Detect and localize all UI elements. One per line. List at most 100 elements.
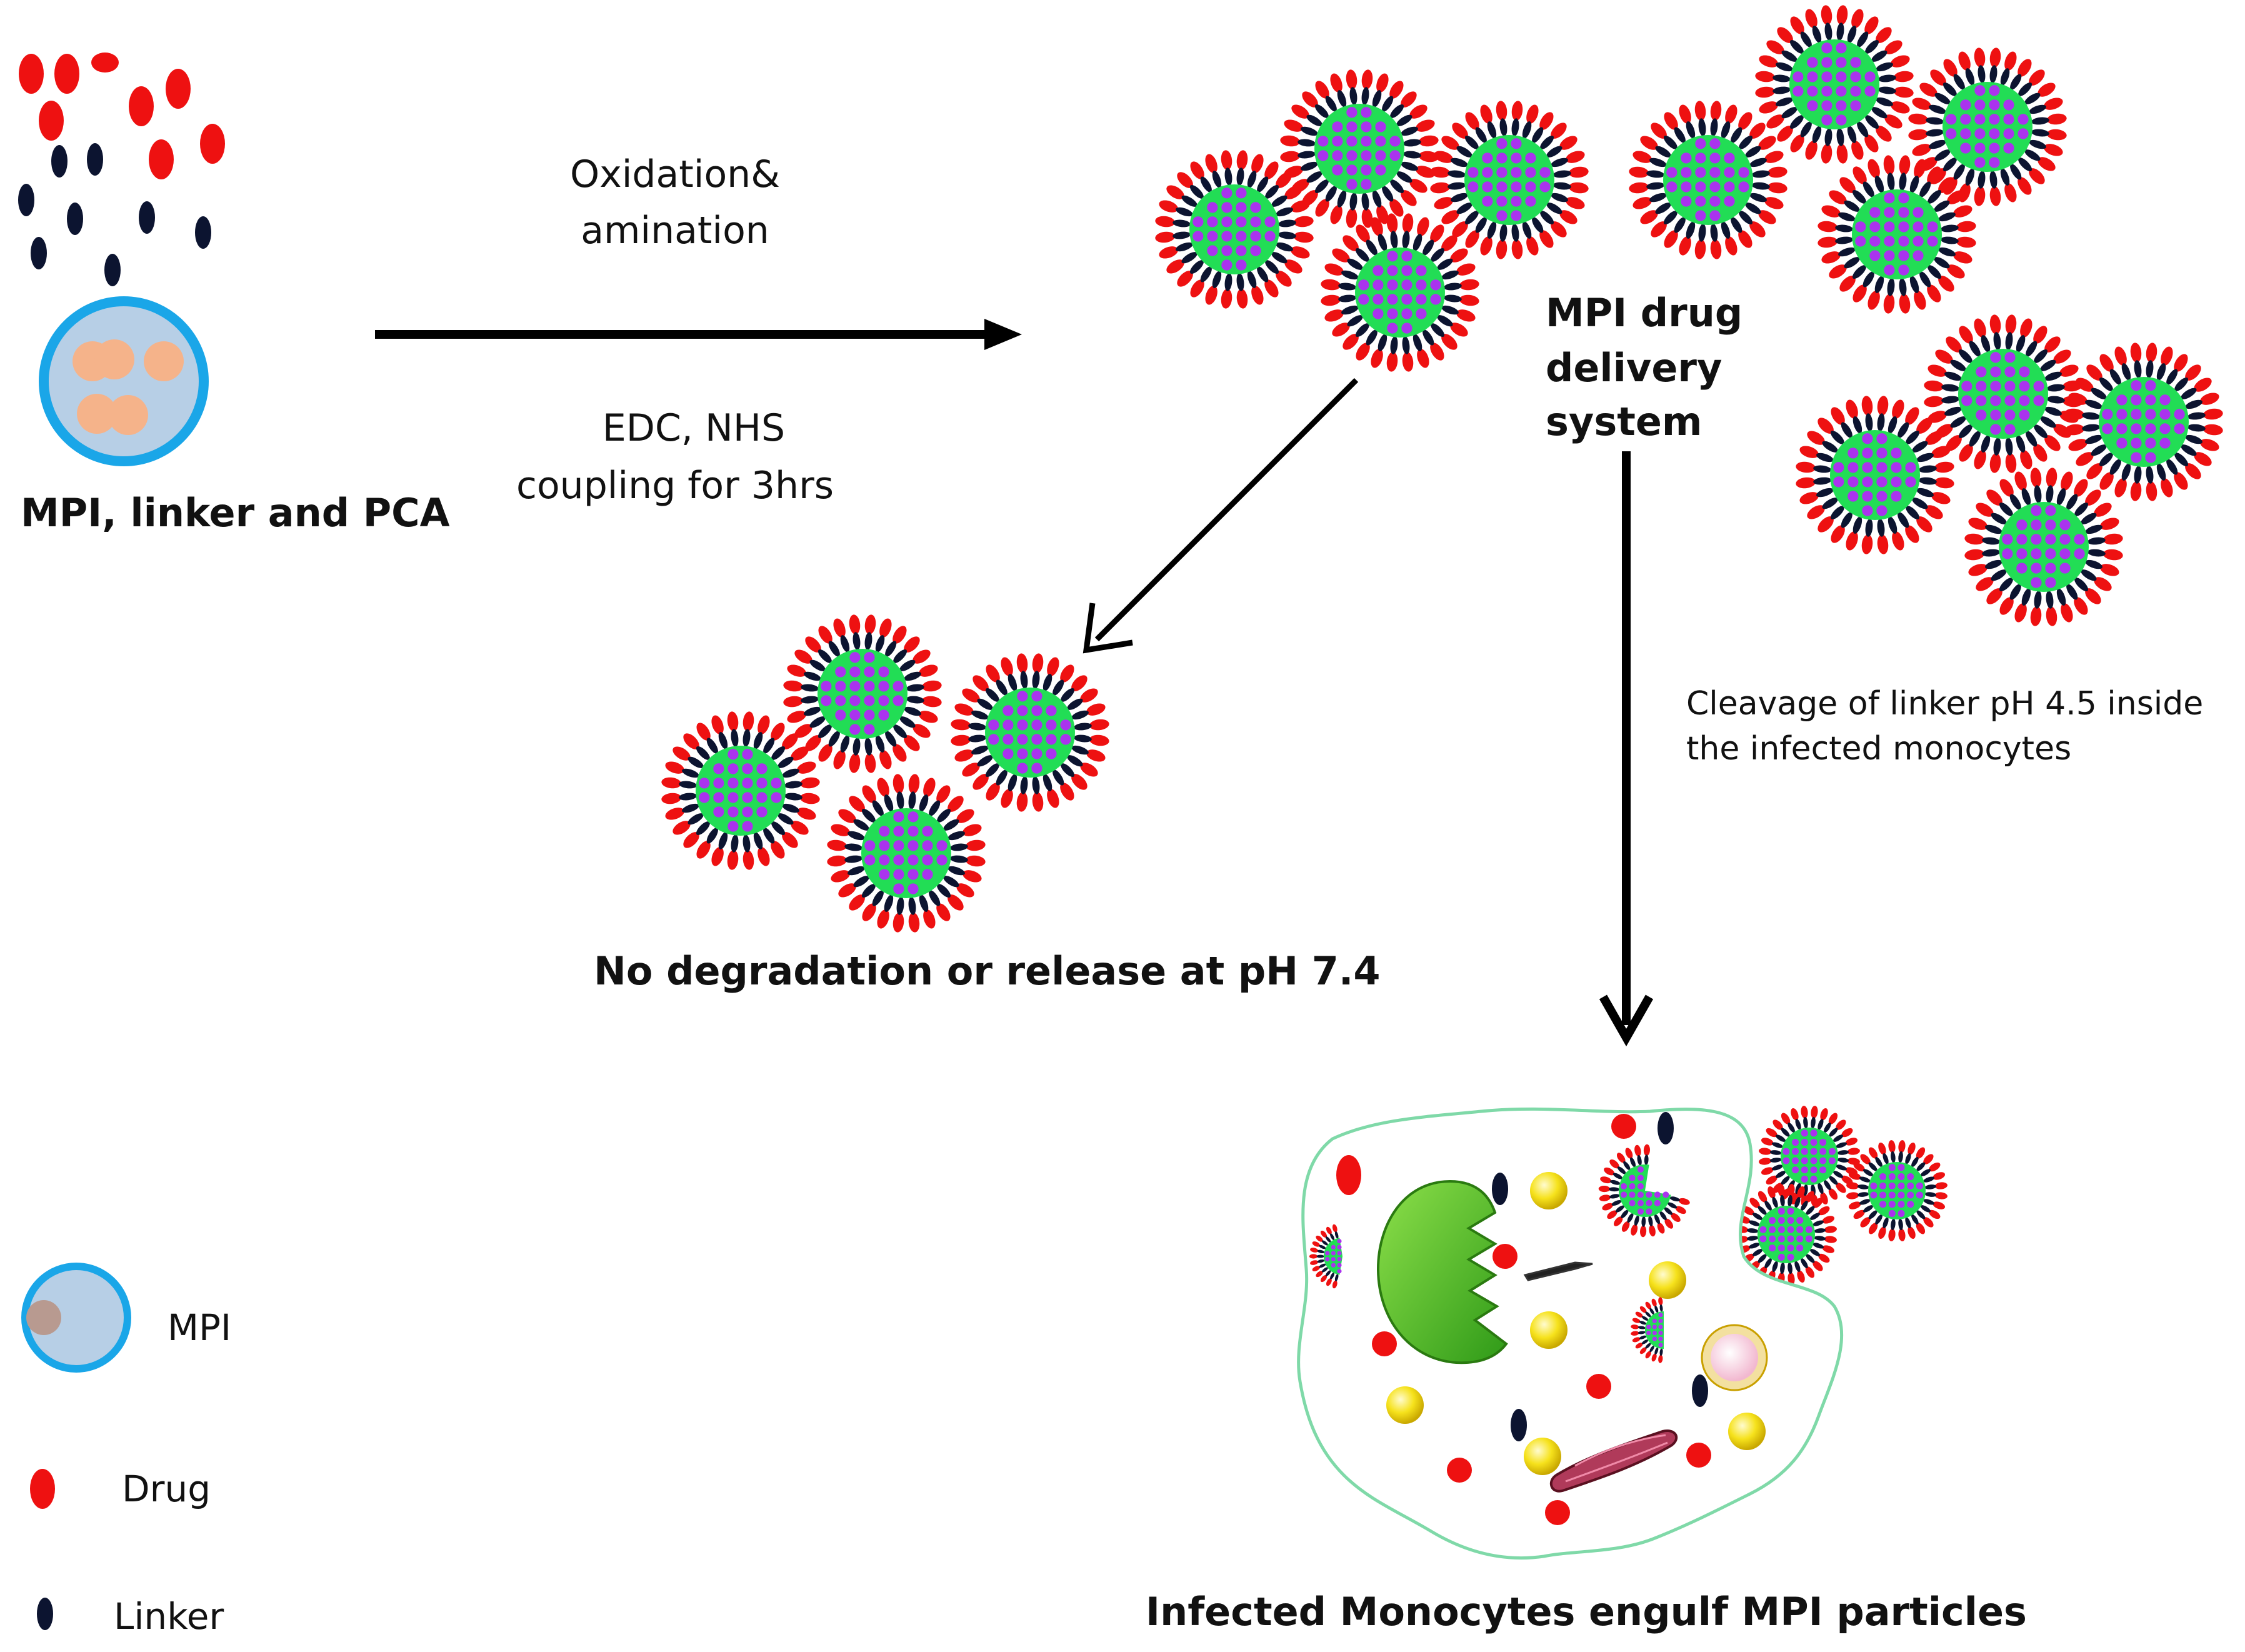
particle-linker: [1641, 1216, 1646, 1227]
particle-drug: [2044, 336, 2061, 353]
particle-drug: [1080, 763, 1098, 777]
particle-linker: [1803, 1116, 1808, 1129]
particle-linker: [1926, 117, 1944, 125]
particle-linker: [1919, 271, 1931, 288]
particle-dot: [1361, 107, 1372, 118]
particle-linker: [1546, 203, 1562, 214]
particle-linker: [1610, 1179, 1621, 1185]
particle-dot: [1346, 150, 1358, 161]
particle-dot: [1787, 1217, 1794, 1224]
particle-dot: [908, 826, 919, 837]
particle-dot: [892, 681, 904, 692]
particle-dot: [849, 695, 861, 706]
particle-linker: [884, 894, 894, 912]
particle-drug: [2029, 168, 2045, 184]
particle-linker: [2074, 502, 2089, 516]
particle-linker: [1499, 118, 1508, 136]
particle-linker: [1710, 118, 1718, 136]
particle-linker: [718, 832, 728, 849]
particle-dot: [1709, 210, 1721, 221]
particle-dot: [1250, 231, 1261, 242]
particle-linker: [1837, 1150, 1849, 1155]
particle-linker: [2082, 424, 2100, 432]
particle-dot: [2059, 548, 2071, 559]
particle-dot: [1821, 71, 1832, 83]
particle-dot: [1192, 216, 1204, 228]
particle-linker: [1366, 329, 1378, 346]
particle-drug: [1511, 101, 1523, 121]
particle-dot: [821, 681, 832, 692]
particle-drug: [1621, 1221, 1630, 1232]
particle-drug: [1251, 154, 1264, 173]
particle-dot: [1989, 114, 2000, 125]
particle-dot: [1332, 136, 1343, 147]
particle-linker: [1934, 257, 1950, 269]
particle-linker: [2000, 168, 2010, 186]
particle-drug: [1694, 101, 1706, 121]
particle-linker: [1396, 171, 1412, 183]
particle-linker: [1032, 776, 1040, 794]
particle-dot: [1496, 167, 1508, 178]
particle-linker: [1812, 26, 1822, 43]
particle-dot: [1888, 1182, 1896, 1189]
particle-linker: [1816, 453, 1834, 463]
particle-drug: [1820, 1108, 1828, 1121]
particle-linker: [2034, 349, 2048, 363]
particle-linker: [1814, 1228, 1826, 1233]
particle-drug: [948, 894, 964, 911]
particle-dot: [1264, 216, 1276, 228]
particle-dot: [1759, 1235, 1767, 1243]
particle-drug: [1807, 505, 1825, 519]
particle-dot: [1654, 1191, 1661, 1198]
particle-linker: [2181, 388, 2197, 399]
particle-linker: [1200, 176, 1212, 193]
particle-dot: [1387, 308, 1398, 319]
particle-drug: [1818, 1206, 1830, 1216]
particle-core: [1758, 1206, 1815, 1263]
particle-linker: [1919, 181, 1931, 198]
particle-dot: [849, 652, 861, 663]
particle-linker: [1540, 135, 1554, 149]
particle-linker: [875, 635, 885, 653]
particle-dot: [1221, 216, 1232, 228]
particle-dot: [1629, 1191, 1636, 1198]
particle-drug: [672, 746, 691, 761]
particle-drug: [879, 750, 892, 769]
particle-drug: [1651, 123, 1667, 139]
particle-drug: [1205, 286, 1218, 305]
particle-linker: [1334, 1274, 1339, 1281]
linker-icon: [37, 1598, 53, 1630]
particle-drug: [1898, 1228, 1906, 1241]
particle-linker: [1325, 96, 1337, 112]
particle-linker: [2046, 591, 2054, 609]
particle-dot: [2131, 394, 2142, 406]
particle-dot: [1828, 1148, 1836, 1155]
particle-linker: [718, 732, 728, 749]
particle-dot: [1361, 164, 1372, 176]
particle-dot: [922, 854, 933, 866]
particle-core: [1830, 430, 1920, 520]
particle-drug: [1868, 1147, 1878, 1159]
particle-dot: [1221, 202, 1232, 213]
particle-drug: [805, 735, 821, 751]
particle-linker: [1811, 1116, 1816, 1129]
particle-linker: [1934, 93, 1951, 104]
particle-linker: [784, 781, 802, 789]
particle-drug: [1634, 1144, 1641, 1157]
particle-dot: [1989, 99, 2000, 111]
drug-icon: [30, 1469, 55, 1509]
particle-linker: [2016, 335, 2026, 353]
particle-linker: [2024, 93, 2041, 104]
legend-icons: [21, 1263, 131, 1630]
particle-dot: [1658, 1313, 1663, 1318]
particle-linker: [1710, 224, 1718, 242]
particle-linker: [853, 819, 869, 831]
particle-linker: [1403, 139, 1421, 147]
particle-linker: [2156, 363, 2166, 381]
particle-linker: [1764, 1201, 1772, 1211]
particle-drug: [1361, 69, 1373, 89]
particle-dot: [1236, 245, 1247, 256]
particle-dot: [1898, 1209, 1905, 1217]
particle-linker: [2134, 466, 2142, 484]
particle-dot: [1346, 136, 1358, 147]
